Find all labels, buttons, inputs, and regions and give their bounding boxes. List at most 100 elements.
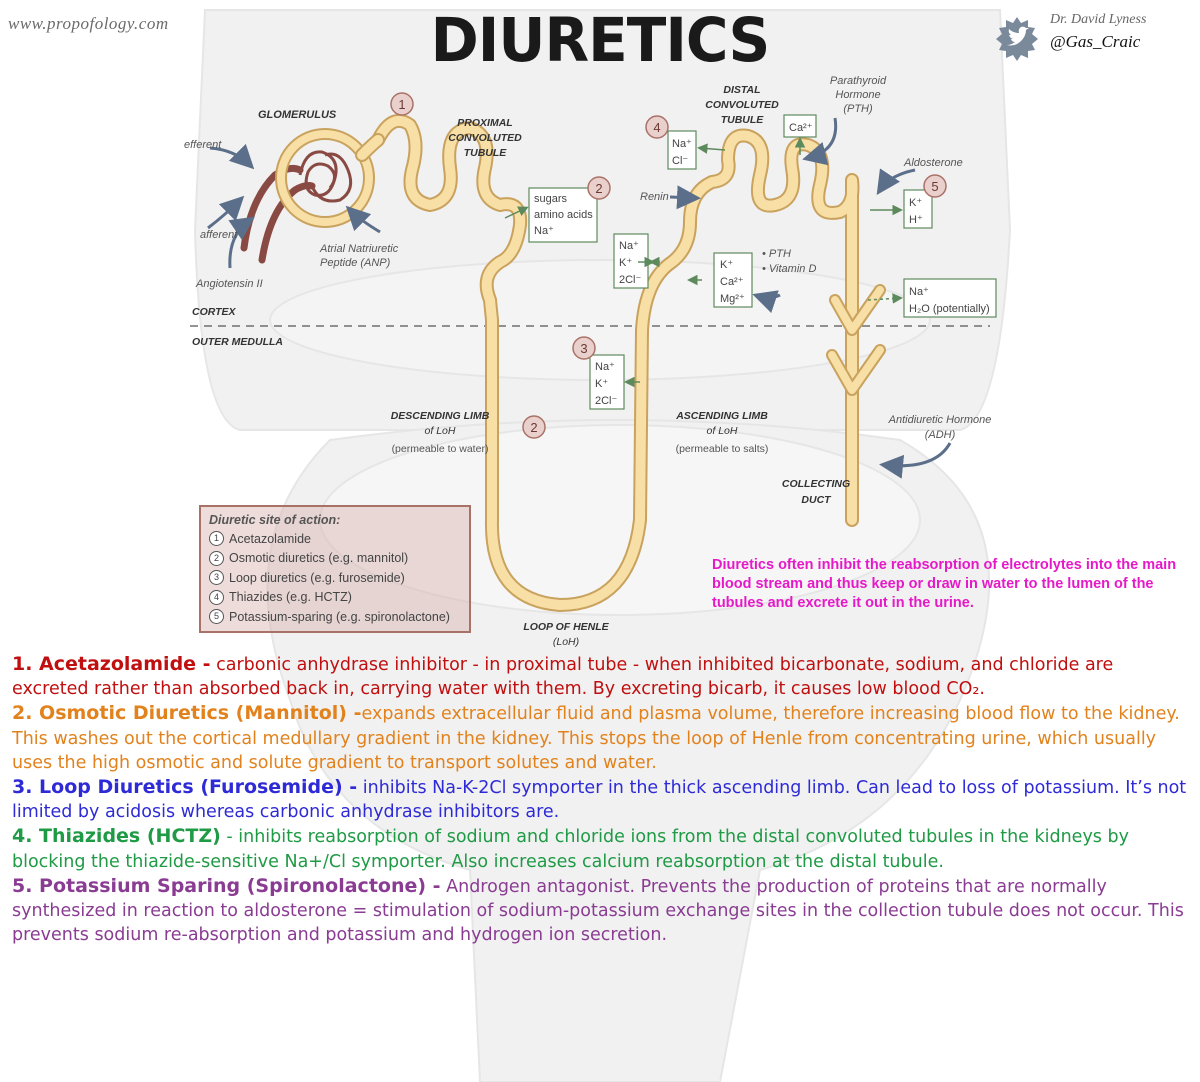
dct-box-2: Cl⁻: [672, 155, 688, 167]
description-text: inhibits Na-K-2Cl symporter in the thick…: [12, 778, 1187, 823]
label-anp-2: Peptide (ANP): [320, 257, 391, 269]
legend-label: Thiazides (e.g. HCTZ): [229, 590, 352, 605]
kcamg-2: Ca²⁺: [720, 276, 744, 288]
legend-number: 2: [209, 550, 224, 566]
site-number-5: 5: [931, 179, 938, 194]
twitter-bird-icon: [996, 17, 1038, 61]
description-thiazides: 4. Thiazides (HCTZ) - inhibits reabsorpt…: [12, 824, 1192, 873]
label-adh-1: Antidiuretic Hormone: [888, 414, 992, 426]
label-anp-1: Atrial Natriuretic: [319, 243, 399, 255]
label-pth-list-2: • Vitamin D: [762, 263, 816, 275]
legend-label: Potassium-sparing (e.g. spironolactone): [229, 609, 450, 624]
twitter-handle: @Gas_Craic: [1050, 32, 1141, 51]
label-pct-1: PROXIMAL: [457, 117, 512, 129]
glomerulus-capillaries: [298, 150, 353, 203]
label-pth-list-1: • PTH: [762, 248, 791, 260]
nak2cl-lower-3: 2Cl⁻: [595, 395, 618, 407]
nak2cl-upper-3: 2Cl⁻: [619, 274, 642, 286]
description-potassium-sparing: 5. Potassium Sparing (Spironolactone) - …: [12, 874, 1192, 948]
site-number-3: 3: [580, 341, 587, 356]
box-labels: sugars amino acids Na⁺ Na⁺ Cl⁻ Ca²⁺ K⁺ H…: [534, 122, 990, 407]
label-collecting-1: COLLECTING: [782, 478, 850, 490]
kh-box-1: K⁺: [909, 197, 922, 209]
legend-label: Loop diuretics (e.g. furosemide): [229, 570, 405, 585]
label-angiotensin: Angiotensin II: [195, 278, 263, 290]
label-collecting-2: DUCT: [801, 494, 832, 506]
diuretic-note: Diuretics often inhibit the reabsorption…: [712, 557, 1177, 611]
site-number-2a: 2: [595, 181, 602, 196]
description-text: - inhibits reabsorption of sodium and ch…: [12, 827, 1129, 872]
label-descending-2: of LoH: [425, 425, 456, 437]
description-heading: 3. Loop Diuretics (Furosemide) -: [12, 776, 358, 799]
legend-item: 3 Loop diuretics (e.g. furosemide): [209, 568, 461, 588]
label-glomerulus: GLOMERULUS: [258, 109, 337, 121]
label-ascending-2: of LoH: [707, 425, 738, 437]
description-heading: 1. Acetazolamide -: [12, 653, 211, 675]
label-descending-1: DESCENDING LIMB: [391, 410, 490, 422]
legend-item: 5 Potassium-sparing (e.g. spironolactone): [209, 607, 461, 627]
label-dct-2: CONVOLUTED: [705, 99, 779, 111]
label-efferent: efferent: [184, 139, 222, 151]
label-pct-3: TUBULE: [464, 147, 508, 159]
nak2cl-upper-2: K⁺: [619, 257, 632, 269]
ca-box: Ca²⁺: [789, 122, 813, 134]
description-heading: 5. Potassium Sparing (Spironolactone) -: [12, 874, 441, 897]
diuretic-descriptions: 1. Acetazolamide - carbonic anhydrase in…: [12, 652, 1192, 947]
description-heading: 4. Thiazides (HCTZ): [12, 825, 221, 848]
label-pth-1: Parathyroid: [830, 75, 887, 87]
transport-arrows: [504, 137, 903, 388]
label-dct-1: DISTAL: [723, 84, 760, 96]
description-text: Androgen antagonist. Prevents the produc…: [12, 876, 1184, 946]
dct-box-1: Na⁺: [672, 138, 692, 150]
label-pct-2: CONVOLUTED: [448, 132, 522, 144]
legend-number: 1: [209, 531, 224, 547]
label-descending-3: (permeable to water): [392, 443, 489, 455]
legend-number: 4: [209, 589, 224, 605]
site-url: www.propofology.com: [8, 14, 169, 33]
label-dct-3: TUBULE: [721, 114, 765, 126]
description-loop: 3. Loop Diuretics (Furosemide) - inhibit…: [12, 775, 1192, 824]
kcamg-1: K⁺: [720, 259, 733, 271]
author-name: Dr. David Lyness: [1050, 12, 1147, 27]
label-cortex: CORTEX: [192, 306, 237, 318]
description-text: carbonic anhydrase inhibitor - in proxim…: [12, 655, 1114, 700]
label-loh-1: LOOP OF HENLE: [523, 621, 609, 633]
label-aldosterone: Aldosterone: [903, 157, 963, 169]
site-number-4: 4: [653, 120, 660, 135]
description-text: expands extracellular fluid and plasma v…: [12, 704, 1180, 773]
pct-box-1: sugars: [534, 193, 568, 205]
label-adh-2: (ADH): [925, 429, 956, 441]
label-pth-2: Hormone: [835, 89, 880, 101]
label-ascending-1: ASCENDING LIMB: [675, 410, 768, 422]
nak2cl-upper-1: Na⁺: [619, 240, 639, 252]
nah2o-1: Na⁺: [909, 286, 929, 298]
site-markers: 1 2 2 3 4 5: [390, 92, 947, 439]
nak2cl-lower-2: K⁺: [595, 378, 608, 390]
legend-item: 2 Osmotic diuretics (e.g. mannitol): [209, 549, 461, 569]
kcamg-3: Mg²⁺: [720, 293, 745, 305]
hormone-arrows: [207, 117, 952, 479]
legend-number: 5: [209, 609, 224, 625]
label-loh-2: (LoH): [553, 636, 579, 648]
pct-box-2: amino acids: [534, 209, 593, 221]
pct-box-3: Na⁺: [534, 225, 554, 237]
label-afferent: afferent: [200, 229, 238, 241]
nak2cl-lower-1: Na⁺: [595, 361, 615, 373]
label-ascending-3: (permeable to salts): [676, 443, 769, 455]
description-heading: 2. Osmotic Diuretics (Mannitol) -: [12, 702, 362, 725]
description-acetazolamide: 1. Acetazolamide - carbonic anhydrase in…: [12, 652, 1192, 701]
legend-number: 3: [209, 570, 224, 586]
nephron-tubule: [275, 114, 886, 612]
legend-item: 4 Thiazides (e.g. HCTZ): [209, 588, 461, 608]
transport-boxes: [528, 114, 997, 410]
legend-title: Diuretic site of action:: [209, 513, 341, 527]
label-pth-3: (PTH): [843, 103, 873, 115]
description-osmotic: 2. Osmotic Diuretics (Mannitol) -expands…: [12, 701, 1192, 775]
anatomy-labels: GLOMERULUS efferent afferent Angiotensin…: [184, 75, 991, 648]
kh-box-2: H⁺: [909, 214, 923, 226]
label-outer-medulla: OUTER MEDULLA: [192, 336, 283, 348]
legend-label: Osmotic diuretics (e.g. mannitol): [229, 551, 409, 566]
